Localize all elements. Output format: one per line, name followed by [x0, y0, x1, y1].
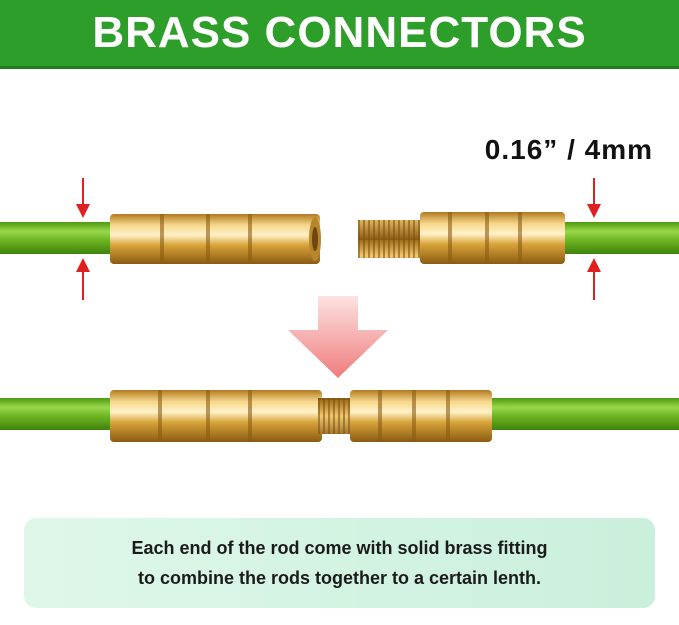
caption-line-1: Each end of the rod come with solid bras…: [131, 538, 548, 558]
caption-box: Each end of the rod come with solid bras…: [24, 518, 655, 608]
rod-right-top: [560, 222, 679, 254]
title-banner: [0, 0, 679, 66]
dimension-arrow-icon: [587, 178, 601, 300]
joined-connector: [110, 390, 492, 442]
rod-left-bottom: [0, 398, 115, 430]
page-title: BRASS CONNECTORS: [92, 8, 587, 57]
female-connector-top: [110, 214, 321, 264]
male-connector-top: [358, 212, 565, 264]
diameter-label: 0.16” / 4mm: [484, 134, 653, 165]
caption-line-2: to combine the rods together to a certai…: [137, 568, 542, 588]
rod-left-top: [0, 222, 115, 254]
dimension-arrow-icon: [76, 178, 90, 300]
rod-right-bottom: [488, 398, 679, 430]
down-arrow-icon: [288, 296, 388, 378]
